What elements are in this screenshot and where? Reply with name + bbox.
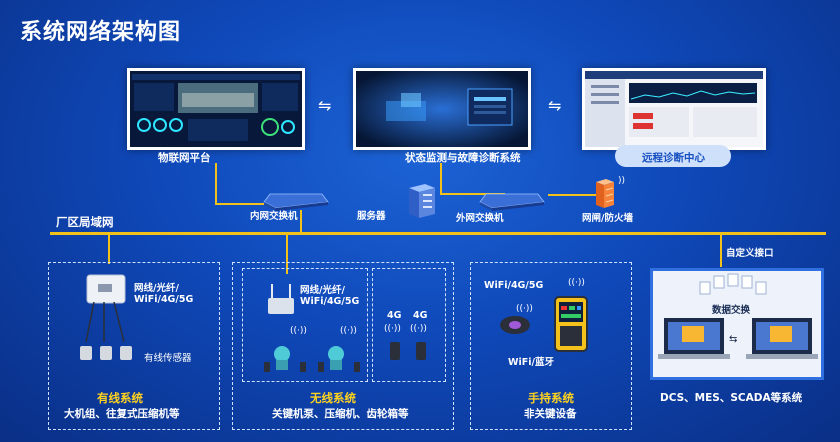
- handheld-conn: WiFi/4G/5G: [484, 280, 544, 291]
- iot-dashboard-graphic: [130, 71, 302, 147]
- wireless-drop-line: [286, 234, 288, 274]
- outer-switch-icon: [479, 193, 545, 211]
- wireless-system-box: [232, 262, 454, 430]
- page-title: 系统网络架构图: [20, 20, 182, 45]
- wifi-icon-c: ((·)): [384, 324, 401, 334]
- dcs-caption: DCS、MES、SCADA等系统: [660, 392, 803, 404]
- handheld-system-subtitle: 非关键设备: [524, 408, 577, 420]
- lan-bus-line: [50, 232, 826, 235]
- wired-system-title: 有线系统: [97, 391, 143, 405]
- wifi-icon-b: ((·)): [340, 326, 357, 336]
- swap-arrows-icon: ⇋: [318, 96, 332, 115]
- wired-sensor-icons: [80, 346, 132, 360]
- wireless-system-title: 无线系统: [310, 391, 356, 405]
- iot-to-switch-line: [215, 163, 217, 205]
- handheld-probe-icon: [500, 316, 530, 334]
- wired-system-box: [48, 262, 220, 430]
- monitor-dashboard-graphic: [356, 71, 528, 147]
- wifi-icon-a: ((·)): [290, 326, 307, 336]
- wired-sensor-label: 有线传感器: [144, 353, 192, 364]
- firewall-label: 网闸/防火墙: [582, 213, 633, 224]
- outer-switch-label: 外网交换机: [456, 213, 504, 224]
- inner-switch-icon: [263, 193, 329, 211]
- wireless-system-subtitle: 关键机泵、压缩机、齿轮箱等: [272, 408, 409, 420]
- remote-center-cloud: [615, 145, 731, 167]
- sensor-wires-icon: [85, 302, 125, 342]
- wireless-gateway-icon: [268, 284, 294, 314]
- monitor-to-server-line: [440, 163, 442, 193]
- remote-dashboard-graphic: [585, 71, 763, 147]
- remote-center-label: 远程诊断中心: [642, 152, 705, 164]
- firewall-icon: [596, 179, 614, 208]
- server-icon: [409, 184, 435, 218]
- wired-drop-line: [108, 234, 110, 264]
- inner-switch-label: 内网交换机: [250, 211, 298, 222]
- gateway-device-icon: [86, 274, 126, 304]
- wireless-4g-tag-b: 4G: [413, 310, 428, 321]
- lan-label: 厂区局域网: [56, 215, 114, 229]
- wireless-conn-line2: WiFi/4G/5G: [300, 296, 360, 307]
- server-label: 服务器: [357, 211, 386, 222]
- handheld-system-title: 手持系统: [528, 391, 574, 405]
- wired-conn-line2: WiFi/4G/5G: [134, 294, 194, 305]
- wifi-icon-d: ((·)): [410, 324, 427, 334]
- remote-diagnosis-screen: [582, 68, 766, 150]
- wifi-icon-f: ((·)): [516, 304, 533, 314]
- wireless-4g-box: [372, 268, 446, 382]
- handheld-bt-label: WiFi/蓝牙: [508, 357, 554, 368]
- handheld-system-box: [470, 262, 632, 430]
- outer-to-firewall-line: [548, 194, 598, 196]
- monitor-system-screen: [353, 68, 531, 150]
- server-right-line: [440, 193, 505, 195]
- data-exchange-label: 数据交换: [712, 305, 751, 316]
- iot-platform-label: 物联网平台: [158, 152, 211, 164]
- wireless-inner-box: [242, 268, 368, 382]
- wireless-sensor-pumps-icon: [264, 346, 360, 372]
- wireless-4g-tag-a: 4G: [387, 310, 402, 321]
- handheld-terminal-icon: [554, 296, 588, 352]
- wifi-icon-e: ((·)): [568, 278, 585, 288]
- iot-platform-screen: [127, 68, 305, 150]
- wired-system-subtitle: 大机组、往复式压缩机等: [64, 408, 180, 420]
- firewall-wifi-icon: )): [618, 176, 626, 186]
- custom-interface-label: 自定义接口: [726, 248, 774, 259]
- data-exchange-graphic: ⇆: [658, 273, 818, 359]
- svg-text:⇆: ⇆: [729, 334, 737, 345]
- switch-top-line: [215, 203, 285, 205]
- inner-switch-down-line: [300, 210, 302, 234]
- swap-arrows-icon-2: ⇋: [548, 96, 562, 115]
- wireless-conn-line1: 网线/光纤/: [300, 285, 345, 296]
- monitor-system-label: 状态监测与故障诊断系统: [405, 152, 521, 164]
- custom-interface-line: [720, 233, 722, 267]
- 4g-sensor-icons: [390, 342, 426, 360]
- wired-conn-line1: 网线/光纤/: [134, 283, 179, 294]
